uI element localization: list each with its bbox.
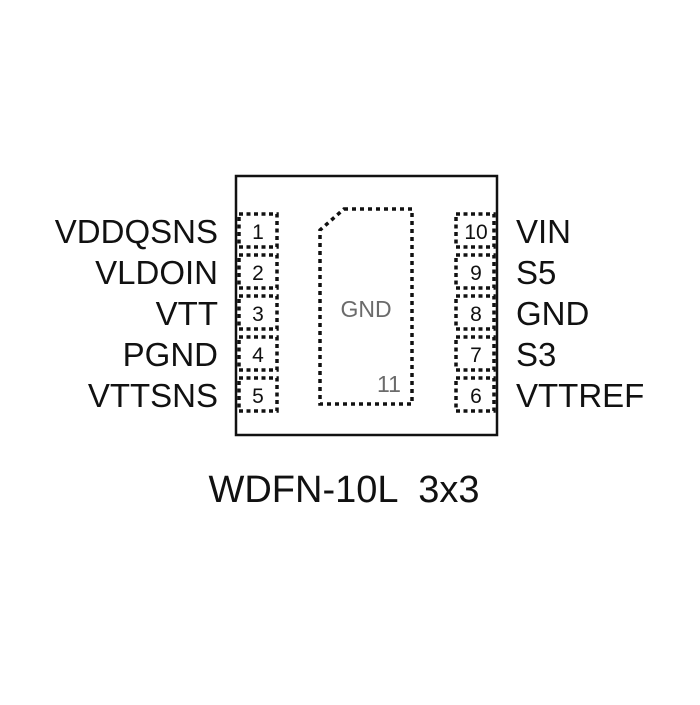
pin-number: 1 xyxy=(252,221,264,244)
pin-number: 7 xyxy=(470,344,482,367)
pin-number: 2 xyxy=(252,262,264,285)
pin-pad xyxy=(237,376,279,413)
pin-label: S3 xyxy=(516,336,556,373)
pin-pad xyxy=(237,253,279,290)
exposed-pad-outline xyxy=(318,207,414,406)
pin-label: VLDOIN xyxy=(95,254,218,291)
pin-pad xyxy=(237,212,279,249)
pin-label: VIN xyxy=(516,213,571,250)
pin-label: GND xyxy=(516,295,589,332)
exposed-pad-number: 11 xyxy=(377,371,401,397)
left-pins: 1 2 3 4 5 VDDQSNS VLDOIN VTT PGND VTTSNS xyxy=(55,212,279,414)
package-name: WDFN-10L 3x3 xyxy=(209,469,480,511)
pin-number: 9 xyxy=(470,262,482,285)
pin-pad xyxy=(237,294,279,331)
pin-pad xyxy=(454,335,496,372)
package-outline xyxy=(234,174,499,437)
pin-number: 6 xyxy=(470,385,482,408)
pin-label: VDDQSNS xyxy=(55,213,218,250)
pin-label: PGND xyxy=(123,336,218,373)
pin-label: S5 xyxy=(516,254,556,291)
pin-number: 5 xyxy=(252,385,264,408)
pin-label: VTTSNS xyxy=(88,377,218,414)
pin-pad xyxy=(454,376,496,413)
exposed-pad-label: GND xyxy=(340,296,391,322)
pin-number: 3 xyxy=(252,303,264,326)
pin-pad xyxy=(454,294,496,331)
right-pins: 10 9 8 7 6 VIN S5 GND S3 VTTREF xyxy=(454,212,644,414)
pin-number: 8 xyxy=(470,303,482,326)
pin-label: VTTREF xyxy=(516,377,644,414)
pin-pad xyxy=(237,335,279,372)
pin-label: VTT xyxy=(156,295,218,332)
pin-pad xyxy=(454,253,496,290)
pin-number: 10 xyxy=(464,221,487,244)
pin-number: 4 xyxy=(252,344,264,367)
pin-pad xyxy=(454,212,496,249)
